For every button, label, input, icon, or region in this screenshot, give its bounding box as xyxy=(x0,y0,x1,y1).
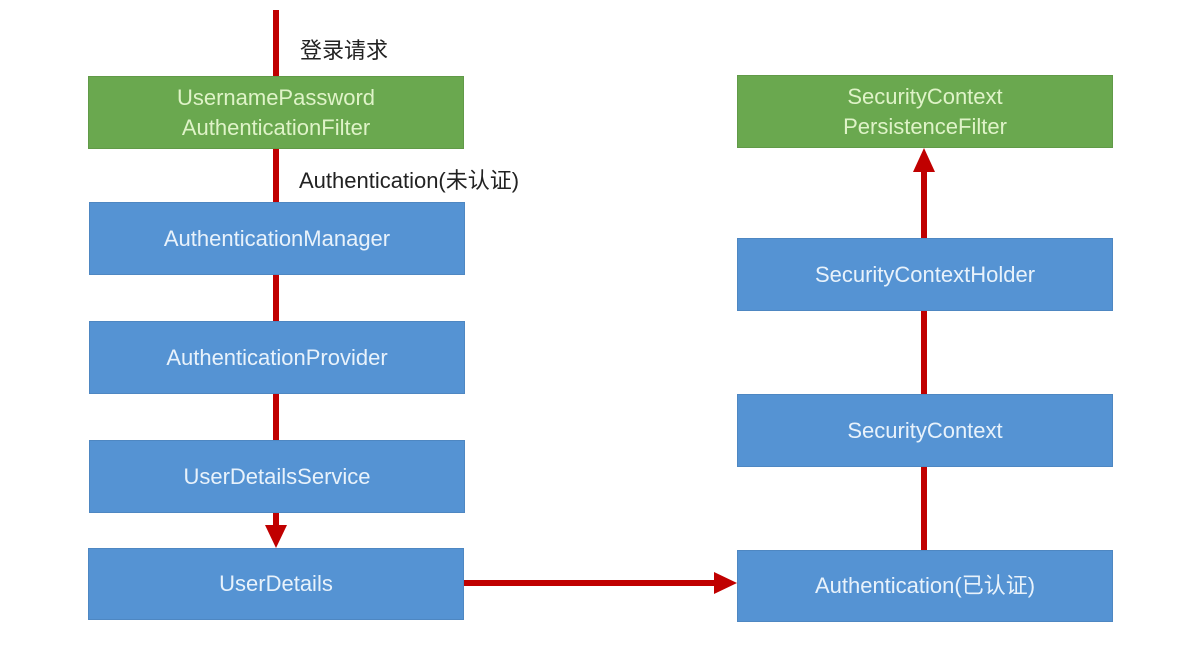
box-label: SecurityContext xyxy=(847,417,1003,443)
left-arrowhead xyxy=(265,525,287,548)
authentication-provider-box: AuthenticationProvider xyxy=(89,321,465,394)
user-details-service-box: UserDetailsService xyxy=(89,440,465,513)
box-label: Authentication(已认证) xyxy=(814,573,1036,598)
box-label: AuthenticationProvider xyxy=(166,344,388,370)
security-context-holder-box: SecurityContextHolder xyxy=(737,238,1113,311)
box-label: UserDetailsService xyxy=(183,463,371,489)
filter-line-1: UsernamePassword xyxy=(176,84,376,110)
authenticated-authentication-box: Authentication(已认证) xyxy=(737,550,1113,622)
box-label: SecurityContextHolder xyxy=(814,261,1036,287)
authentication-manager-box: AuthenticationManager xyxy=(89,202,465,275)
user-details-box: UserDetails xyxy=(88,548,464,620)
cross-arrowhead xyxy=(714,572,737,594)
unauthenticated-label: Authentication(未认证) xyxy=(299,168,520,193)
security-context-box: SecurityContext xyxy=(737,394,1113,467)
filter-line-2: AuthenticationFilter xyxy=(181,114,371,140)
filter-line-2: PersistenceFilter xyxy=(843,113,1007,139)
username-password-filter-box: UsernamePassword AuthenticationFilter xyxy=(88,76,464,149)
login-request-label: 登录请求 xyxy=(300,38,389,63)
box-label: UserDetails xyxy=(219,571,333,596)
box-label: AuthenticationManager xyxy=(163,225,391,251)
right-arrowhead xyxy=(913,148,935,172)
security-context-persistence-filter-box: SecurityContext PersistenceFilter xyxy=(737,75,1113,148)
filter-line-1: SecurityContext xyxy=(847,83,1003,109)
